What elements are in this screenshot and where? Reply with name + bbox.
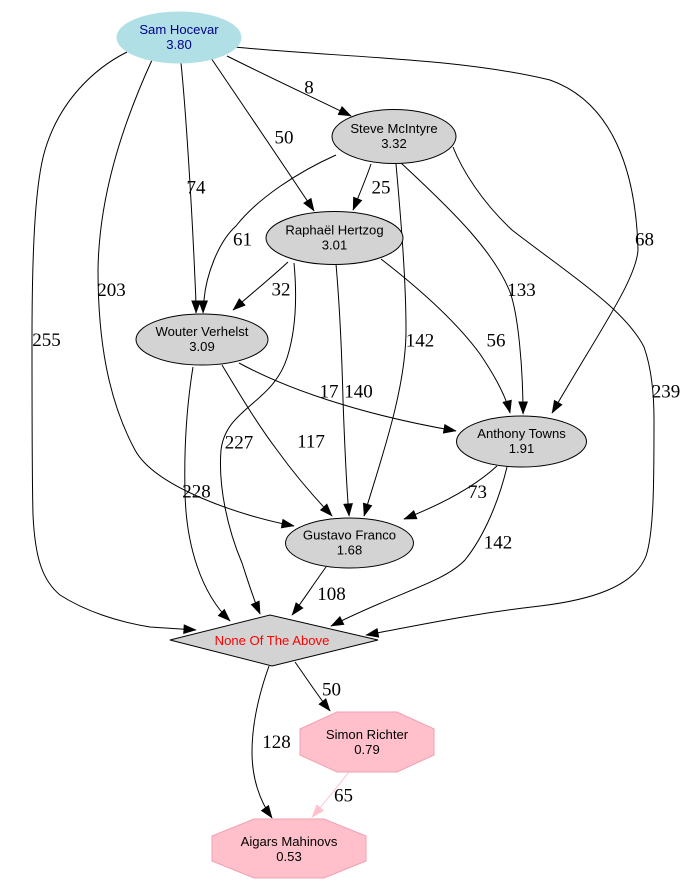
svg-text:8: 8 [304,78,314,99]
svg-text:Anthony Towns: Anthony Towns [477,426,566,441]
svg-text:3.32: 3.32 [381,136,406,151]
svg-text:133: 133 [507,280,536,301]
svg-text:Aigars Mahinovs: Aigars Mahinovs [241,834,338,849]
svg-text:1.91: 1.91 [509,441,534,456]
svg-text:3.01: 3.01 [322,238,347,253]
svg-text:255: 255 [32,330,61,351]
svg-text:17: 17 [320,382,339,403]
svg-text:128: 128 [262,732,291,753]
svg-text:25: 25 [372,178,391,199]
svg-text:None Of The Above: None Of The Above [215,633,330,648]
svg-text:3.09: 3.09 [189,339,214,354]
svg-text:56: 56 [487,331,506,352]
svg-text:50: 50 [322,680,341,701]
svg-text:Sam Hocevar: Sam Hocevar [139,22,219,37]
svg-text:117: 117 [297,432,325,453]
svg-text:Steve McIntyre: Steve McIntyre [350,121,437,136]
svg-text:Wouter Verhelst: Wouter Verhelst [156,324,249,339]
svg-text:239: 239 [652,382,681,403]
svg-text:142: 142 [406,331,435,352]
svg-text:Gustavo Franco: Gustavo Franco [303,528,396,543]
svg-text:68: 68 [635,230,654,251]
svg-text:227: 227 [225,433,254,454]
svg-text:203: 203 [97,280,126,301]
svg-text:142: 142 [484,533,513,554]
svg-text:0.79: 0.79 [354,742,379,757]
svg-text:61: 61 [233,230,252,251]
svg-text:65: 65 [334,786,353,807]
svg-text:73: 73 [468,482,487,503]
svg-text:Raphaël Hertzog: Raphaël Hertzog [285,223,383,238]
svg-text:0.53: 0.53 [276,849,301,864]
svg-text:108: 108 [317,584,346,605]
svg-text:3.80: 3.80 [166,37,191,52]
svg-text:74: 74 [187,178,207,199]
svg-text:140: 140 [344,382,373,403]
svg-text:50: 50 [275,128,294,149]
svg-text:228: 228 [182,482,211,503]
svg-text:Simon Richter: Simon Richter [326,727,409,742]
svg-text:32: 32 [272,280,291,301]
svg-text:1.68: 1.68 [337,543,362,558]
